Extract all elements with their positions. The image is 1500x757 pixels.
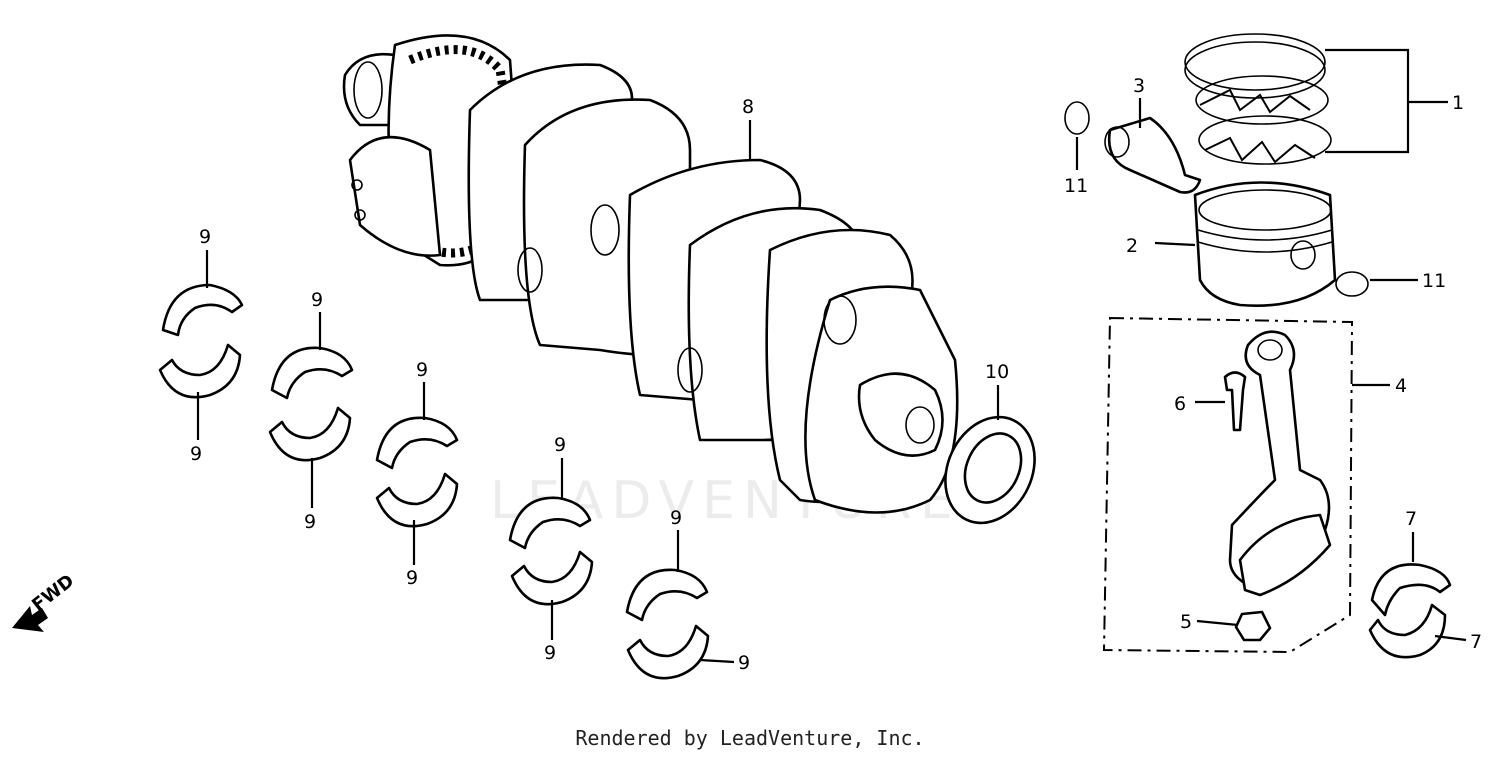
piston-pin-clip-upper[interactable] [1064,101,1090,135]
callout-9: 9 [554,434,566,456]
connecting-rod-nut[interactable] [1234,610,1272,642]
main-bearing-pair-1[interactable] [158,283,244,399]
connecting-rod[interactable] [1228,330,1332,597]
callout-9: 9 [406,567,418,589]
conrod-bearing-upper[interactable] [1370,563,1452,617]
callout-11-upper: 11 [1064,175,1088,197]
main-bearing-pair-5[interactable] [625,568,710,680]
callout-7-upper: 7 [1405,508,1417,530]
conrod-bearing-lower[interactable] [1368,603,1447,659]
callout-2: 2 [1126,235,1138,257]
callout-11-lower: 11 [1422,270,1446,292]
main-bearing-pair-3[interactable] [375,416,459,528]
callout-10: 10 [985,361,1009,383]
piston[interactable] [1193,181,1337,307]
connecting-rod-bolt[interactable] [1223,371,1247,432]
piston-rings[interactable] [1184,33,1332,165]
oil-seal[interactable] [929,402,1052,537]
callout-9: 9 [199,226,211,248]
main-bearing-pair-2[interactable] [268,346,354,462]
fwd-arrow-icon: FWD [12,570,78,632]
callout-4: 4 [1395,375,1407,397]
piston-pin[interactable] [1104,116,1202,194]
footer-credit: Rendered by LeadVenture, Inc. [575,726,925,750]
callout-9: 9 [738,652,750,674]
callout-6: 6 [1174,393,1186,415]
callout-9: 9 [190,443,202,465]
crankshaft[interactable] [342,34,959,514]
callout-9: 9 [544,642,556,664]
callout-8: 8 [742,96,754,118]
callout-9: 9 [670,507,682,529]
leader-lines [196,48,1467,664]
fwd-label: FWD [28,570,78,616]
callout-9: 9 [304,511,316,533]
callout-1: 1 [1452,92,1464,114]
callout-7-lower: 7 [1470,631,1482,653]
callout-labels: 1 2 3 4 5 6 7 7 8 10 11 11 9 9 9 9 9 9 9… [190,75,1482,674]
callout-5: 5 [1180,611,1192,633]
callout-9: 9 [416,359,428,381]
connecting-rod-box [1102,316,1354,654]
piston-pin-clip-lower[interactable] [1335,271,1369,297]
main-bearing-pair-4[interactable] [508,496,594,606]
callout-9: 9 [311,289,323,311]
callout-3: 3 [1133,75,1145,97]
